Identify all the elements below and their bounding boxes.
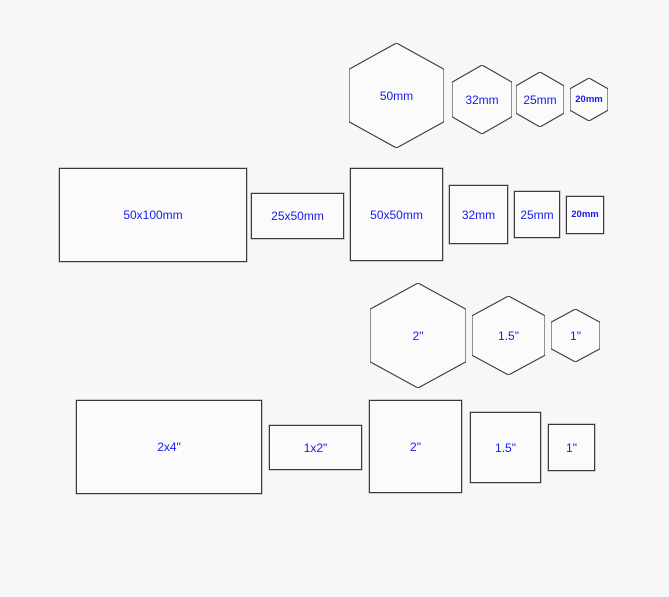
shape-size-label: 2" <box>410 439 421 454</box>
hexagon-outline <box>472 296 545 375</box>
hexagon-swatch-2in[interactable]: 2" <box>370 283 466 388</box>
shape-size-label: 25mm <box>520 207 554 222</box>
shape-size-label: 1.5" <box>495 440 516 455</box>
shape-size-label: 2x4" <box>157 440 181 454</box>
shape-size-label: 20mm <box>571 209 599 221</box>
hexagon-outline <box>570 78 608 121</box>
hexagon-swatch-1in[interactable]: 1" <box>551 309 600 362</box>
rectangle-swatch-20mm[interactable]: 20mm <box>566 196 604 234</box>
hexagon-swatch-32mm[interactable]: 32mm <box>452 65 512 134</box>
hexagon-outline <box>370 283 466 388</box>
rectangle-swatch-50x100mm[interactable]: 50x100mm <box>59 168 247 262</box>
rectangle-swatch-2in[interactable]: 2" <box>369 400 462 493</box>
hexagon-graphic <box>472 296 545 375</box>
rectangle-swatch-25mm[interactable]: 25mm <box>514 191 560 238</box>
hexagon-graphic <box>349 43 444 148</box>
rectangle-swatch-50x50mm[interactable]: 50x50mm <box>350 168 443 261</box>
hexagon-graphic <box>516 72 564 127</box>
hexagon-graphic <box>452 65 512 134</box>
hexagon-swatch-1.5in[interactable]: 1.5" <box>472 296 545 375</box>
shape-size-label: 2" <box>412 328 424 343</box>
shape-size-label: 32mm <box>461 207 496 222</box>
shape-size-label: 1.5" <box>498 328 519 343</box>
shape-size-label: 1" <box>570 328 581 343</box>
rectangle-swatch-1x2in[interactable]: 1x2" <box>269 425 362 470</box>
shape-size-label: 20mm <box>575 93 603 105</box>
hexagon-swatch-20mm[interactable]: 20mm <box>570 78 608 121</box>
hexagon-graphic <box>551 309 600 362</box>
rectangle-swatch-25x50mm[interactable]: 25x50mm <box>251 193 344 239</box>
shape-size-label: 25x50mm <box>271 209 324 223</box>
hexagon-swatch-50mm[interactable]: 50mm <box>349 43 444 148</box>
hexagon-outline <box>516 72 564 127</box>
shape-size-label: 50mm <box>379 88 414 103</box>
hexagon-graphic <box>370 283 466 388</box>
shape-size-label: 25mm <box>523 92 557 107</box>
hexagon-outline <box>452 65 512 134</box>
hexagon-graphic <box>570 78 608 121</box>
rectangle-swatch-2x4in[interactable]: 2x4" <box>76 400 262 494</box>
rectangle-swatch-1.5in[interactable]: 1.5" <box>470 412 541 483</box>
shape-size-label: 1x2" <box>303 440 328 455</box>
rectangle-swatch-1in[interactable]: 1" <box>548 424 595 471</box>
hexagon-outline <box>551 309 600 362</box>
shape-size-label: 32mm <box>465 92 499 107</box>
hexagon-outline <box>349 43 444 148</box>
shape-size-label: 1" <box>566 440 577 455</box>
shape-size-label: 50x50mm <box>370 207 423 222</box>
hexagon-swatch-25mm[interactable]: 25mm <box>516 72 564 127</box>
shape-size-label: 50x100mm <box>123 208 183 222</box>
rectangle-swatch-32mm[interactable]: 32mm <box>449 185 508 244</box>
